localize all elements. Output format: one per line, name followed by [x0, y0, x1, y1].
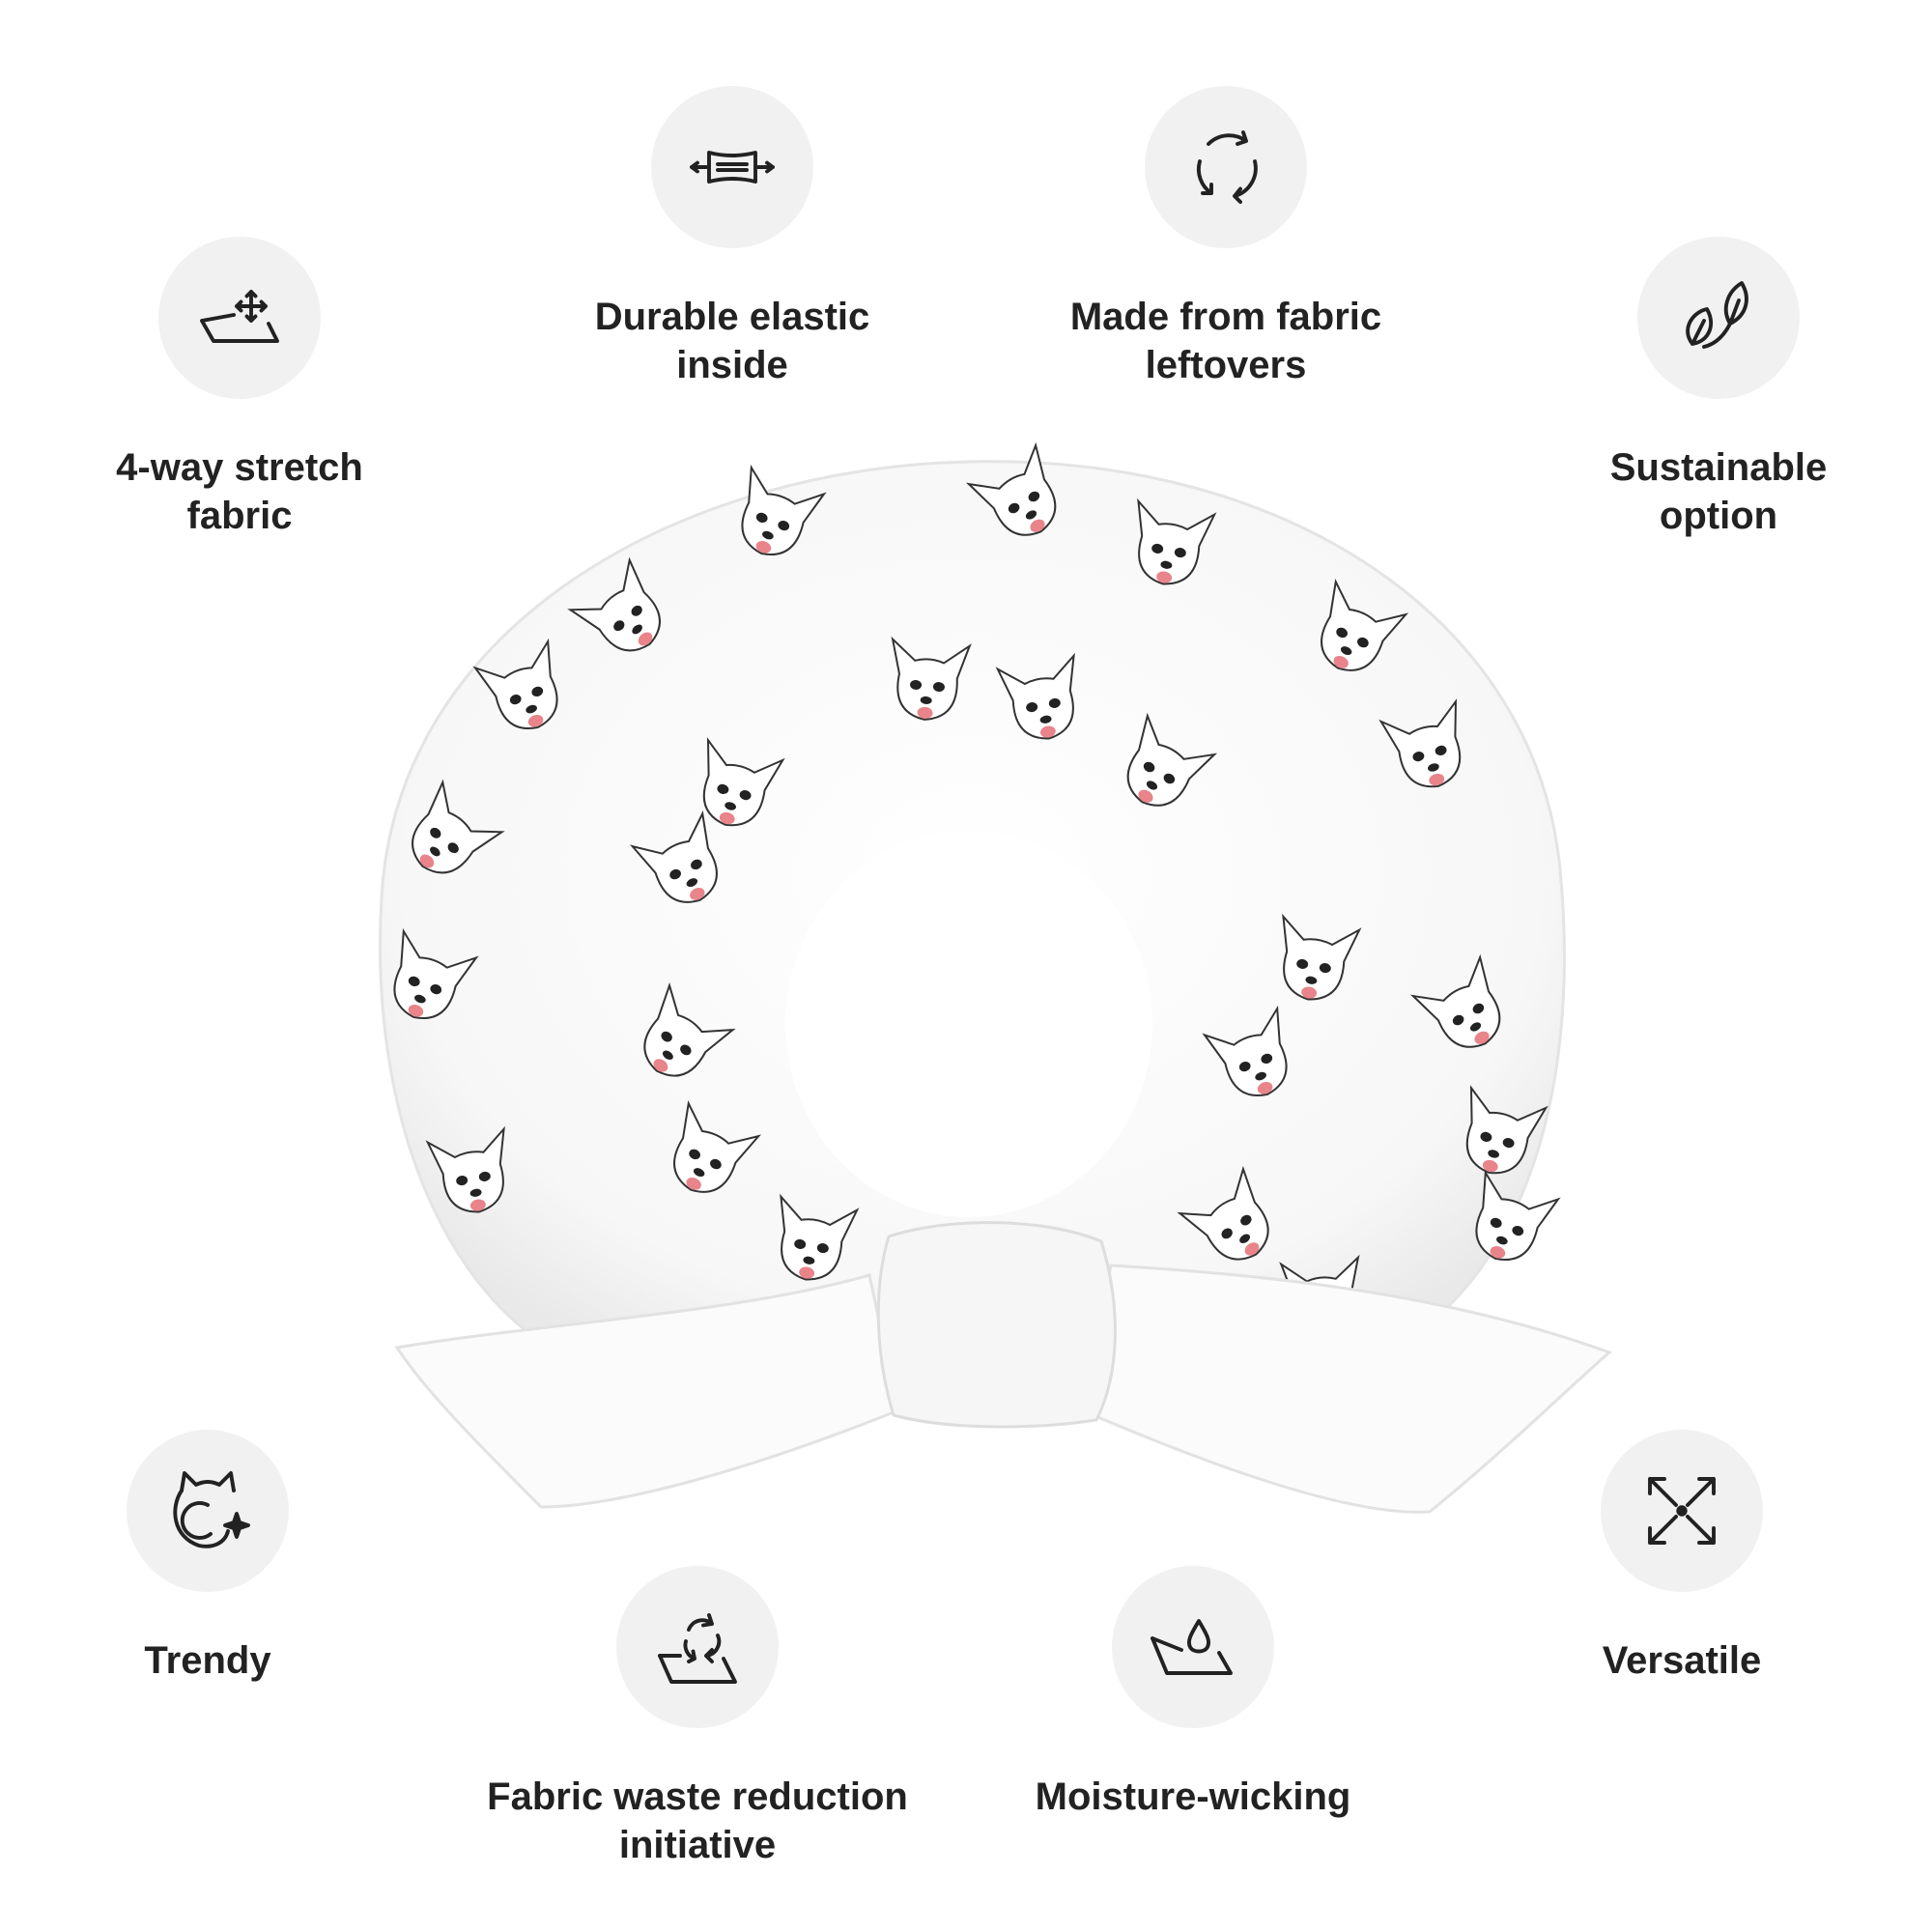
dog-head-print	[1409, 953, 1501, 1048]
expand-arrows-icon	[1601, 1430, 1763, 1592]
scrunchie-bow	[394, 1221, 1612, 1514]
trendy-cat-sparkle-icon	[127, 1430, 289, 1592]
feature-versatile: Versatile	[1411, 1430, 1932, 1685]
dog-head-print	[425, 1125, 505, 1213]
dog-head-print	[1465, 1085, 1548, 1175]
dog-head-print	[393, 927, 479, 1019]
feature-durable-elastic: Durable elastic inside	[462, 86, 1003, 389]
elastic-icon	[651, 86, 813, 248]
leaf-icon	[1637, 237, 1800, 399]
dog-head-print	[643, 981, 736, 1077]
feature-label: Fabric waste reduction initiative	[487, 1776, 908, 1866]
dog-head-print	[629, 810, 718, 903]
dog-head-print	[1475, 1169, 1561, 1261]
dog-head-print	[891, 636, 972, 721]
feature-sustainable: Sustainable option	[1448, 237, 1932, 540]
water-drop-fabric-icon	[1112, 1566, 1274, 1728]
feature-label: Sustainable option	[1609, 446, 1828, 537]
dog-head-print	[741, 464, 827, 555]
feature-moisture-wicking: Moisture-wicking	[923, 1566, 1463, 1821]
dog-head-print	[1177, 1165, 1269, 1261]
feature-fabric-waste-reduction: Fabric waste reduction initiative	[427, 1566, 968, 1869]
recycle-icon	[1145, 86, 1307, 248]
feature-fabric-leftovers: Made from fabric leftovers	[955, 86, 1496, 389]
feature-label: 4-way stretch fabric	[116, 446, 363, 537]
feature-label: Moisture-wicking	[1035, 1776, 1351, 1818]
feature-label: Versatile	[1602, 1639, 1762, 1682]
dog-head-print	[1378, 698, 1462, 788]
feature-label: Trendy	[144, 1639, 271, 1682]
dog-head-print	[995, 652, 1075, 740]
feature-label: Made from fabric leftovers	[1069, 296, 1382, 386]
dog-head-print	[1137, 497, 1217, 585]
dog-head-print	[1202, 1005, 1288, 1096]
feature-trendy: Trendy	[0, 1430, 478, 1685]
fabric-recycle-icon	[616, 1566, 779, 1728]
feature-4-way-stretch: 4-way stretch fabric	[0, 237, 510, 540]
dog-head-print	[1126, 712, 1218, 807]
dog-head-print	[1282, 913, 1362, 1001]
dog-head-print	[780, 1193, 860, 1281]
dog-head-print	[412, 779, 505, 874]
dog-head-print	[965, 441, 1057, 536]
dog-head-print	[472, 638, 558, 729]
stretch-fabric-icon	[158, 237, 321, 399]
scrunchie-hole	[785, 831, 1152, 1217]
dog-head-print	[1321, 579, 1409, 671]
dog-head-print	[567, 556, 661, 652]
feature-label: Durable elastic inside	[594, 296, 870, 386]
dog-head-print	[673, 1100, 762, 1193]
dog-head-print	[702, 737, 785, 827]
